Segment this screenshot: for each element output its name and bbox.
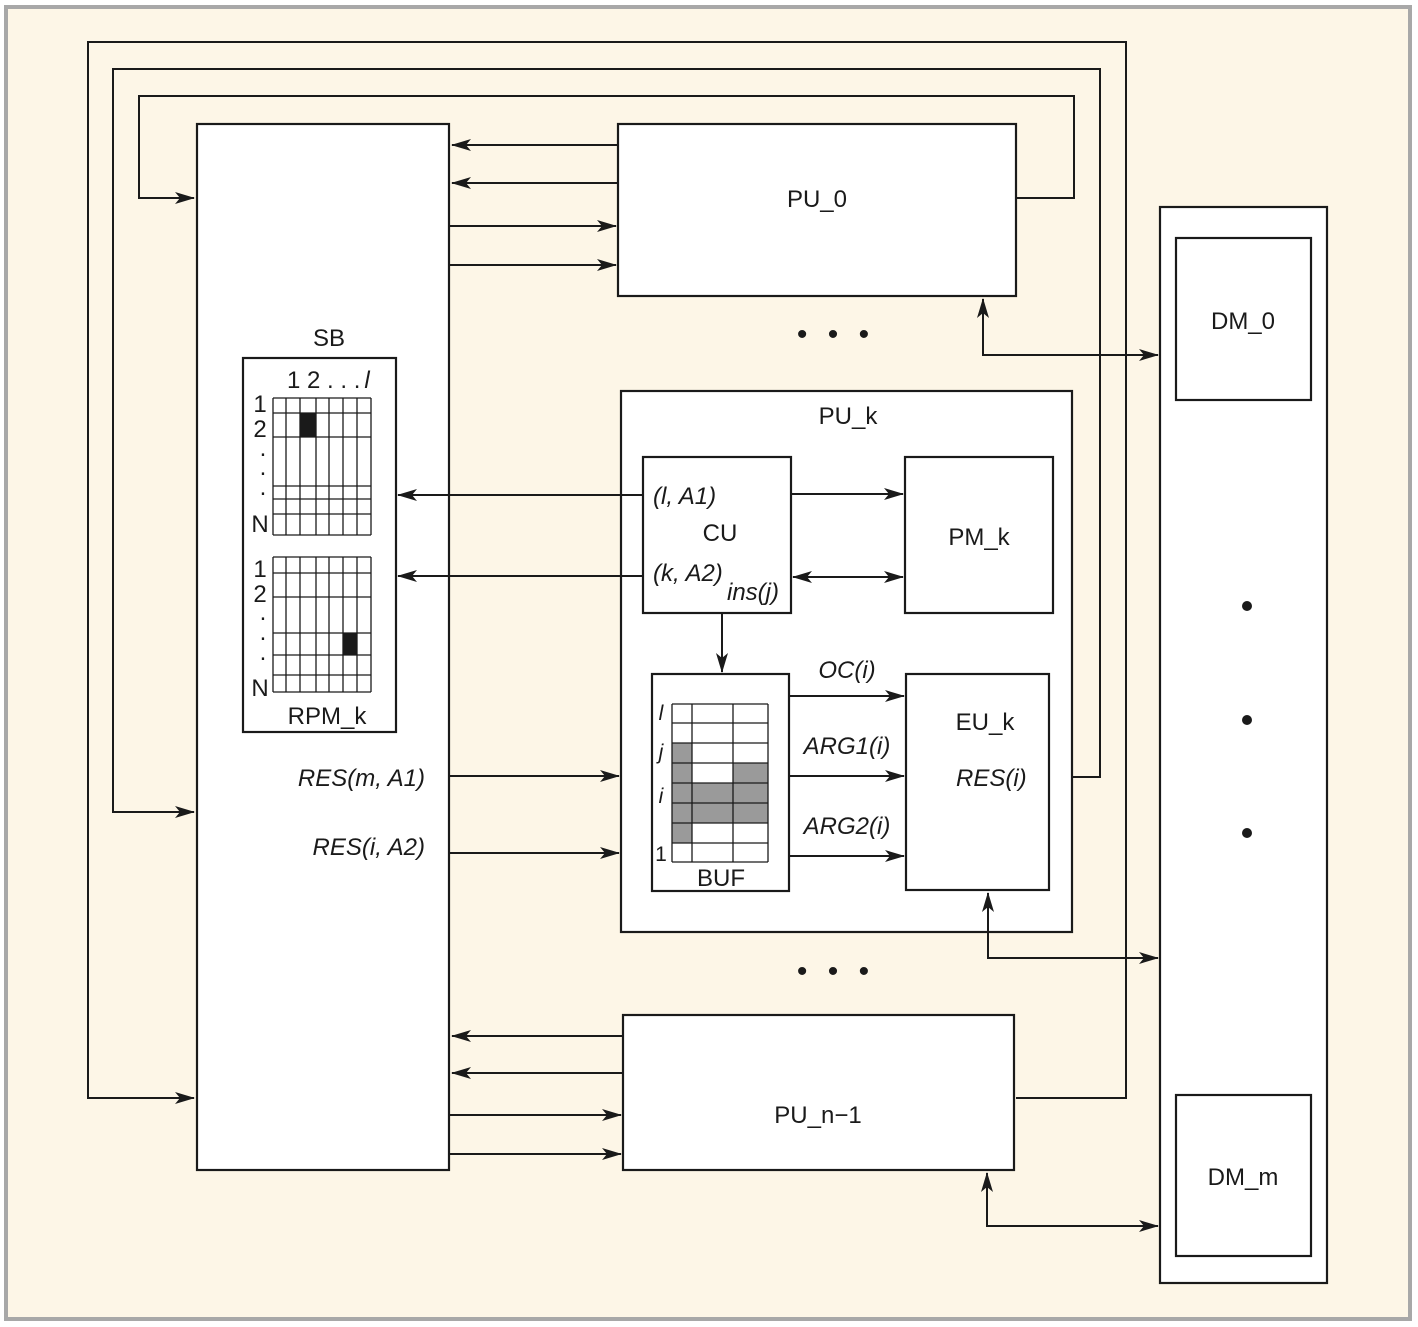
l-a1-label: (l, A1) <box>653 483 716 510</box>
buf-cell-fill-10 <box>733 803 768 823</box>
pmk-label: PM_k <box>948 524 1010 551</box>
pu-ellipsis-upper: • • • <box>797 318 875 351</box>
oc-i-label: OC(i) <box>818 657 875 684</box>
buf-cell-fill-8 <box>733 763 768 783</box>
buf-cell-fill-2 <box>672 763 692 783</box>
dm-ellipsis-dot-1 <box>1242 601 1252 611</box>
pu0-label: PU_0 <box>787 186 847 213</box>
dm-ellipsis-dot-3 <box>1242 828 1252 838</box>
buf-grid <box>671 703 769 863</box>
buf-cell-fill-9 <box>733 783 768 803</box>
pun1-block <box>621 1013 1016 1172</box>
pu-ellipsis-lower: • • • <box>797 955 875 988</box>
rpm-label: RPM_k <box>288 703 368 730</box>
dmm-block <box>1174 1093 1313 1258</box>
ins-j-label: ins(j) <box>727 579 779 606</box>
dmm-label: DM_m <box>1208 1164 1279 1191</box>
dm0-label: DM_0 <box>1211 308 1275 335</box>
rpm-lower-row-dot1: . <box>260 599 267 626</box>
buf-cell-fill-6 <box>692 783 733 803</box>
rpm-upper-grid <box>272 397 372 536</box>
pu0-block <box>616 122 1018 298</box>
buf-cell-fill-5 <box>672 823 692 843</box>
euk-label: EU_k <box>956 709 1016 736</box>
rpm-upper-row-dot3: . <box>260 474 267 501</box>
k-a2-label: (k, A2) <box>653 560 723 587</box>
buf-cell-fill-1 <box>672 743 692 763</box>
rpm-upper-row-2: 2 <box>253 416 266 443</box>
rpm-upper-cell-fill-1 <box>300 413 316 437</box>
wire-pun1-loop <box>87 41 1127 1104</box>
buf-row-1: 1 <box>655 843 667 866</box>
rpm-lower-row-labels: 1 2 . . . N <box>251 556 268 702</box>
rpm-lower-row-dot2: . <box>260 619 267 646</box>
arg2-i-label: ARG2(i) <box>802 813 891 840</box>
rpm-upper-row-n: N <box>251 511 268 538</box>
res-m-a1-label: RES(m, A1) <box>298 765 425 792</box>
arrow-euk-dm <box>982 892 1159 964</box>
pmk-block <box>903 455 1055 615</box>
buf-row-i: i <box>659 785 665 808</box>
dm0-block <box>1174 236 1313 402</box>
buf-label: BUF <box>697 865 745 892</box>
rpm-lower-grid <box>272 556 372 693</box>
rpm-col-header-last: l <box>364 367 370 394</box>
arrows <box>397 139 1159 1232</box>
buf-row-j: j <box>656 741 665 764</box>
wire-pu0-loop <box>138 95 1075 204</box>
rpm-col-header: 1 2 . . .l <box>287 367 370 394</box>
buf-row-l: l <box>659 702 665 725</box>
cu-block <box>641 455 793 615</box>
buf-cell-fill-3 <box>672 783 692 803</box>
rpm-lower-row-dot3: . <box>260 639 267 666</box>
rpm-lower-cell-fill-1 <box>343 633 357 655</box>
buf-row-labels: l j i 1 <box>655 702 667 866</box>
wire-euk-loop <box>112 68 1101 818</box>
rpm-lower-row-n: N <box>251 675 268 702</box>
res-i-label: RES(i) <box>956 765 1027 792</box>
rpm-col-header-main: 1 2 . . . <box>287 367 360 394</box>
rpm-upper-row-1: 1 <box>253 391 266 418</box>
rpm-upper-row-labels: 1 2 . . . N <box>251 391 268 538</box>
sb-label: SB <box>313 325 345 352</box>
arrow-pu0-dm <box>977 298 1159 361</box>
buf-cell-fill-4 <box>672 803 692 823</box>
pun1-label: PU_n−1 <box>774 1102 861 1129</box>
cu-label: CU <box>703 520 738 547</box>
rpm-upper-row-dot2: . <box>260 454 267 481</box>
dm-ellipsis-dot-2 <box>1242 715 1252 725</box>
feedback-wires <box>87 41 1127 1104</box>
arrow-pun1-dm <box>981 1172 1159 1232</box>
euk-block <box>904 672 1051 892</box>
puk-label: PU_k <box>819 403 879 430</box>
rpm-upper-row-dot1: . <box>260 435 267 462</box>
rpm-lower-row-1: 1 <box>253 556 266 583</box>
buf-cell-fill-7 <box>692 803 733 823</box>
rpm-lower-row-2: 2 <box>253 581 266 608</box>
res-i-a2-label: RES(i, A2) <box>313 834 425 861</box>
arg1-i-label: ARG1(i) <box>802 733 891 760</box>
